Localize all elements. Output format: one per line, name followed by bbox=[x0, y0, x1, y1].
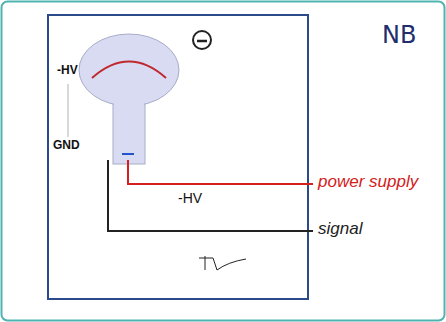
anode bbox=[122, 153, 134, 155]
pmt-bulb bbox=[79, 34, 179, 106]
voltage-label: -HV bbox=[57, 64, 78, 78]
wire-label: power supply bbox=[318, 172, 418, 192]
signal-wire bbox=[108, 160, 313, 231]
housing-box bbox=[48, 15, 308, 299]
polarity-circle bbox=[193, 31, 211, 49]
power-wire bbox=[128, 160, 313, 184]
polarity-minus bbox=[197, 40, 207, 43]
pulse-axis bbox=[205, 256, 206, 270]
wire-label: signal bbox=[318, 219, 362, 239]
photocathode bbox=[92, 62, 166, 79]
ground-label: GND bbox=[53, 139, 80, 153]
pmt-join bbox=[114, 95, 144, 107]
note-label: NB bbox=[382, 22, 416, 50]
pulse-symbol bbox=[199, 258, 246, 270]
hv-gnd-line bbox=[68, 84, 69, 137]
pmt-neck bbox=[113, 98, 145, 164]
voltage-label: -HV bbox=[178, 190, 202, 206]
